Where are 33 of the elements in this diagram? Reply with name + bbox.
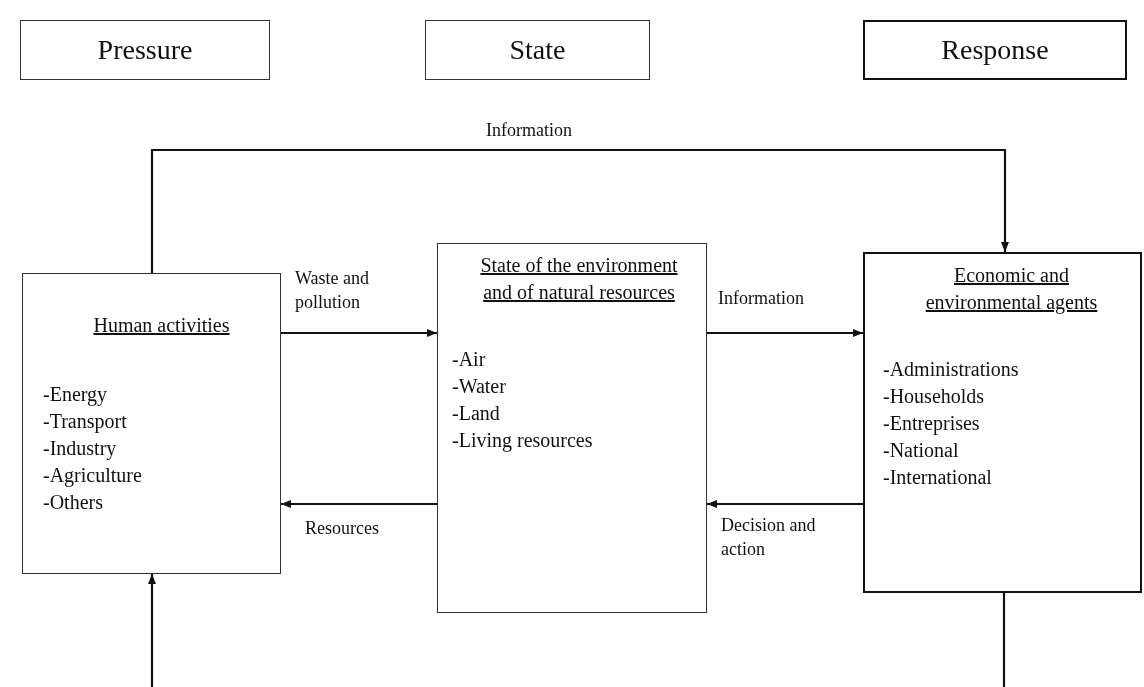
list-item: -Households [883, 384, 985, 409]
box-heading: State of the environment and of natural resources [479, 253, 679, 305]
list-item: -Living resources [452, 428, 593, 454]
list-item: -National [883, 438, 959, 463]
list-item: -Air [452, 347, 486, 372]
list-item: -Transport [43, 409, 127, 435]
list-item: -Administrations [883, 357, 1019, 382]
process-box [437, 243, 707, 613]
header-text: Response [941, 34, 1049, 66]
column-header-box [20, 20, 270, 80]
list-item: -Agriculture [43, 463, 142, 489]
connector-line [1002, 593, 1006, 687]
column-header-box [863, 20, 1127, 80]
process-box [22, 273, 281, 574]
box-heading: Economic and environmental agents [924, 263, 1099, 316]
list-item: -International [883, 465, 992, 490]
arrow [707, 500, 863, 508]
list-item: -Industry [43, 436, 117, 462]
list-item: -Entreprises [883, 411, 980, 437]
header-text: Pressure [97, 34, 193, 66]
arrow [148, 574, 156, 687]
process-box [863, 252, 1142, 593]
box-heading: Human activities [92, 313, 231, 338]
list-item: -Others [43, 490, 103, 515]
column-header-box [425, 20, 650, 80]
arrow [281, 500, 437, 508]
arrow [150, 148, 1009, 273]
list-item: -Water [452, 374, 506, 399]
list-item: -Land [452, 401, 500, 426]
arrow [707, 329, 863, 337]
arrow [281, 329, 437, 337]
header-text: State [509, 34, 566, 66]
list-item: -Energy [43, 382, 108, 408]
